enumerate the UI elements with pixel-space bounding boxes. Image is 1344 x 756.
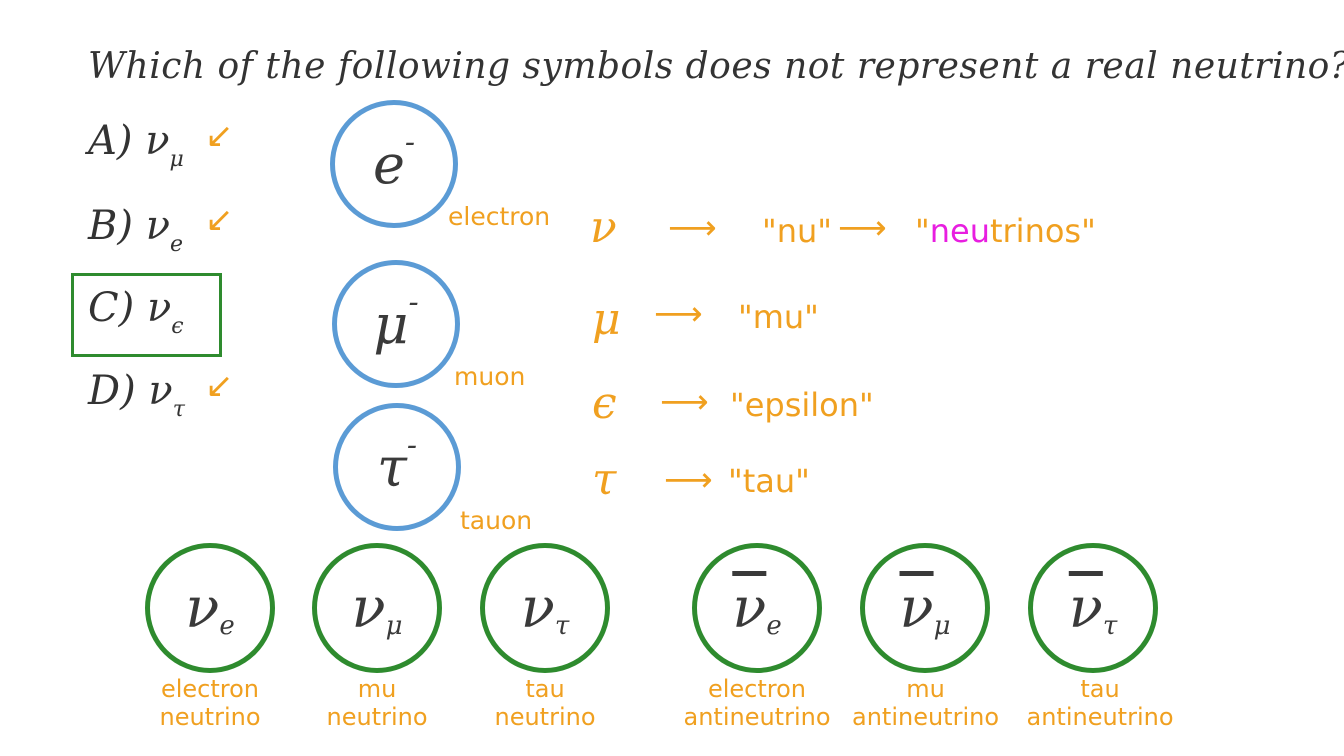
neutrino-symbol: ν [1068,575,1103,641]
caption-line: tau [525,675,565,703]
option-c: C) νϵ [88,285,184,339]
mu-antineutrino-caption: mu antineutrino [838,675,1013,731]
lepton-charge: - [404,124,416,160]
neutrino-subscript: e [219,611,235,641]
neutrinos-rest: trinos" [989,212,1096,250]
tau-antineutrino-caption: tau antineutrino [1010,675,1190,731]
electron-label: electron [448,202,551,231]
neutrino-symbol: ν [732,575,767,641]
tau-reading: "tau" [728,462,810,500]
option-symbol: ν [148,368,173,414]
option-letter: B) [88,203,133,249]
option-subscript: τ [172,397,185,422]
caption-line: electron [160,675,260,703]
lepton-charge: - [406,427,417,463]
option-a: A) νμ [88,118,184,172]
caption-line: antineutrino [683,703,831,731]
arrow-icon: ⟶ [654,294,703,334]
neutrinos-word: "neutrinos" [915,212,1096,250]
arrow-icon: ↙ [205,116,234,156]
epsilon-reading: "epsilon" [730,386,874,424]
neu-highlight: neu [929,212,990,250]
option-subscript: ϵ [171,314,184,339]
nu-symbol: ν [590,202,617,253]
quote: " [915,212,930,250]
neutrino-subscript: μ [933,611,951,641]
caption-line: neutrino [494,703,596,731]
caption-line: neutrino [326,703,428,731]
option-letter: C) [88,285,135,331]
neutrino-subscript: μ [385,611,403,641]
arrow-icon: ⟶ [664,460,713,500]
lepton-charge: - [408,284,419,320]
mu-neutrino-caption: mu neutrino [297,675,457,731]
caption-line: mu [357,675,397,703]
tau-neutrino-caption: tau neutrino [465,675,625,731]
neutrino-symbol: ν [520,575,555,641]
question-text: Which of the following symbols does not … [88,46,1344,87]
option-symbol: ν [145,118,170,164]
option-d: D) ντ [88,368,185,422]
caption-line: tau [1080,675,1120,703]
electron-antineutrino-caption: electron antineutrino [667,675,847,731]
neutrino-symbol: ν [899,575,934,641]
correct-answer-box [71,273,222,357]
lepton-symbol: e [372,132,405,196]
nu-reading: "nu" [762,212,832,250]
arrow-icon: ⟶ [660,382,709,422]
arrow-icon: ↙ [205,366,234,406]
caption-line: mu [906,675,945,703]
option-symbol: ν [145,203,171,249]
mu-reading: "mu" [738,298,819,336]
muon-circle: μ- [332,260,460,388]
caption-line: neutrino [159,703,261,731]
caption-line: antineutrino [851,703,1000,731]
epsilon-symbol: ϵ [592,378,617,429]
option-subscript: e [170,232,184,257]
caption-line: antineutrino [1026,703,1174,731]
option-letter: D) [88,368,136,414]
muon-label: muon [454,362,526,391]
neutrino-symbol: ν [351,575,386,641]
lepton-symbol: τ [376,435,407,499]
option-letter: A) [88,118,133,164]
mu-symbol: μ [592,294,621,345]
tauon-circle: τ- [333,403,461,531]
option-symbol: ν [146,285,172,331]
tauon-label: tauon [460,506,533,535]
arrow-icon: ⟶ [668,208,717,248]
lepton-symbol: μ [373,292,409,356]
caption-line: electron [707,675,807,703]
neutrino-subscript: e [766,611,782,641]
neutrino-subscript: τ [554,611,570,641]
option-subscript: μ [169,147,184,172]
neutrino-subscript: τ [1102,611,1118,641]
arrow-icon: ⟶ [838,208,887,248]
tau-symbol: τ [592,454,617,505]
option-b: B) νe [88,203,183,257]
neutrino-symbol: ν [185,575,220,641]
electron-neutrino-caption: electron neutrino [130,675,290,731]
electron-circle: e- [330,100,458,228]
arrow-icon: ↙ [205,200,234,240]
